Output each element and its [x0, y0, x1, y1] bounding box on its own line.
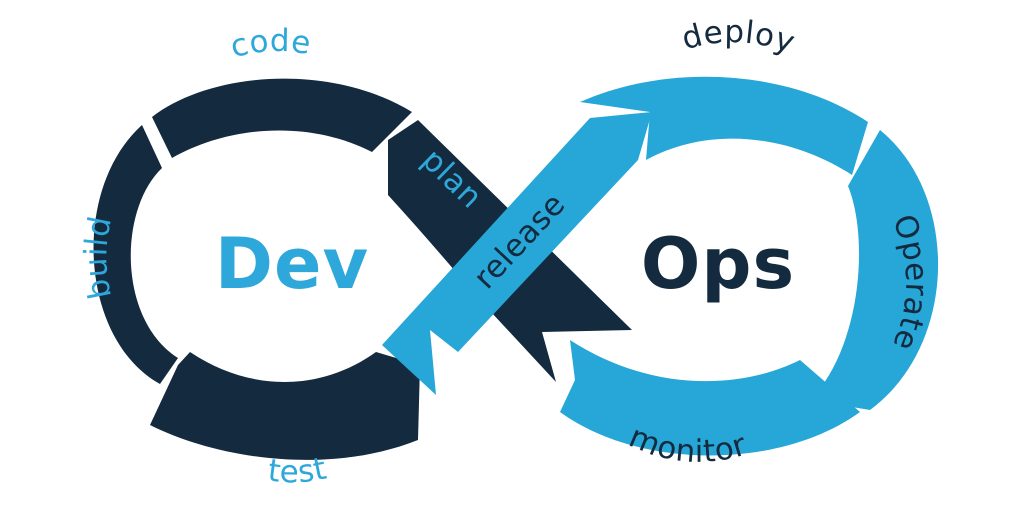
deploy-segment	[580, 76, 868, 175]
dev-title: Dev	[215, 223, 369, 305]
operate-segment	[810, 130, 939, 410]
build-label: build	[78, 213, 119, 302]
code-label: code	[227, 23, 314, 65]
ops-loop	[382, 76, 939, 456]
test-label: test	[266, 451, 330, 491]
release-segment	[382, 112, 652, 395]
monitor-segment	[560, 340, 860, 456]
test-segment	[150, 352, 420, 460]
build-segment	[93, 125, 178, 384]
code-segment	[152, 78, 412, 158]
deploy-label: deploy	[678, 14, 799, 61]
ops-title: Ops	[641, 223, 795, 305]
